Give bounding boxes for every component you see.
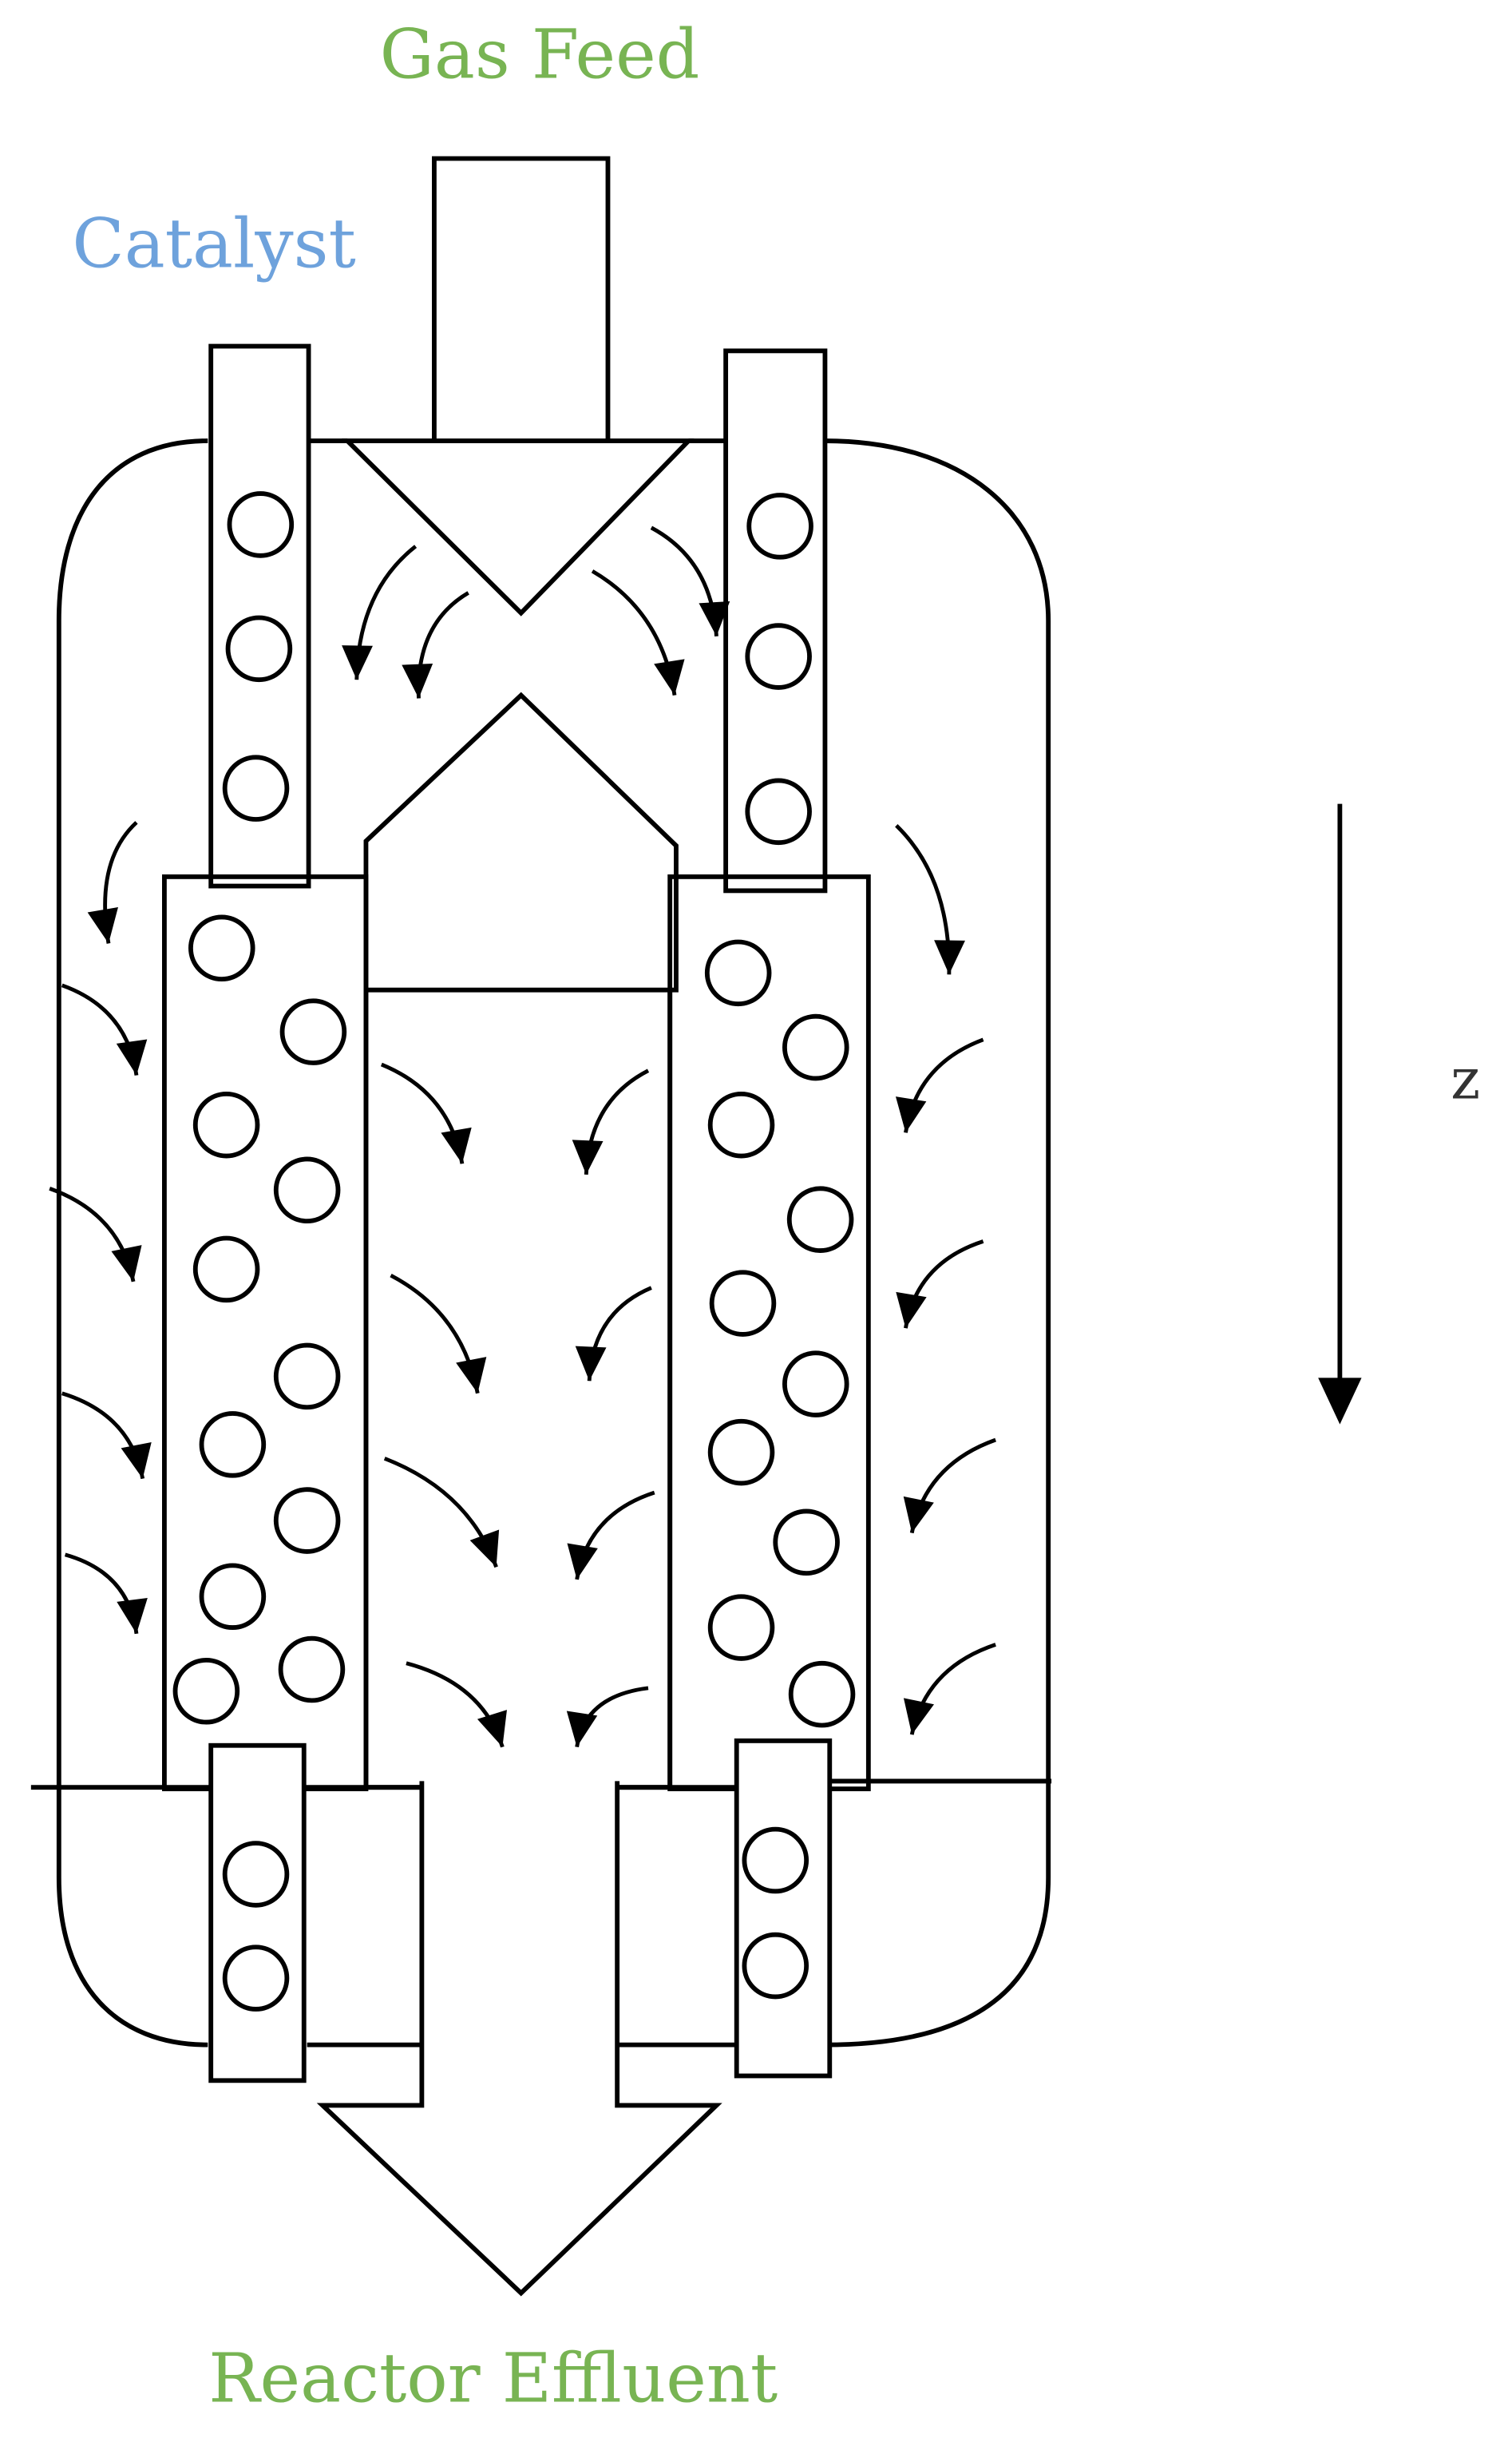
catalyst-particle [192,1091,260,1159]
flow-arrowhead [896,1291,927,1329]
catalyst-bed-right [667,874,871,1792]
flow-arrow [909,1437,996,1534]
flow-arrowhead [903,1698,934,1735]
catalyst-particle [788,1660,856,1728]
flow-arrowhead [575,1346,607,1382]
catalyst-particle [745,623,812,690]
catalyst-outlet-tube-left [208,1742,307,2083]
flow-arrowhead [469,1529,500,1568]
flow-arrow [383,1457,498,1568]
flow-arrowhead [572,1140,604,1175]
flow-arrowhead [654,659,685,696]
catalyst-particle [192,1235,260,1303]
catalyst-particle [782,1350,849,1417]
catalyst-particle [188,914,255,982]
catalyst-particle [278,1635,346,1703]
flow-arrow [380,1062,465,1164]
catalyst-particle [225,615,293,683]
flow-arrow [49,1187,136,1282]
flow-arrow [61,1391,145,1480]
flow-arrowhead [441,1127,472,1164]
catalyst-particle [704,939,772,1007]
flow-arrowhead [699,601,730,636]
flow-arrowhead [87,907,118,944]
catalyst-particle [742,1826,809,1894]
catalyst-particle [199,1563,267,1631]
catalyst-particle [279,998,347,1065]
flow-arrowhead [116,1039,148,1076]
catalyst-particle [273,1156,341,1224]
catalyst-particle [782,1013,849,1081]
flow-arrow [584,1068,650,1175]
reactor-vessel [56,438,1051,2048]
flow-arrow [591,569,677,696]
catalyst-particle [707,1418,775,1486]
flow-arrow [416,591,469,699]
z-axis-label: z [1451,1048,1480,1112]
catalyst-outlet-tube-right [734,1738,833,2079]
catalyst-particle [172,1657,240,1725]
flow-arrowhead [121,1441,152,1479]
catalyst-particle [786,1186,854,1253]
z-axis-arrow [1318,803,1362,1425]
gas-feed-inlet-arrow [432,156,611,442]
flow-arrow [587,1286,652,1382]
flow-arrowhead [566,1711,598,1747]
flow-arrowhead [111,1245,142,1282]
bottom-separator-line [30,1778,1052,1790]
catalyst-particle [222,1841,290,1908]
flow-arrow [904,1037,984,1133]
catalyst-particle [199,1411,267,1478]
catalyst-particle [273,1342,341,1410]
catalyst-inlet-tube-right [723,348,828,894]
inlet-distributor-cone [342,438,695,616]
catalyst-particle [222,755,290,822]
central-collector-cap [363,692,679,993]
flow-arrow [64,1552,139,1635]
gas-feed-label: Gas Feed [380,15,700,94]
catalyst-particle [745,778,812,846]
catalyst-particle [273,1487,341,1554]
catalyst-particle [707,1594,775,1661]
catalyst-particle [746,493,813,560]
flow-arrow [406,1661,505,1748]
flow-arrow [61,983,139,1076]
flow-arrowhead [402,663,433,699]
flow-arrow [390,1273,480,1394]
catalyst-particle [709,1270,777,1337]
effluent-outlet-arrow [316,1781,722,2297]
catalyst-particle [707,1091,775,1159]
flow-arrowhead [477,1710,507,1747]
flow-arrow [575,1490,655,1580]
reactor-effluent-label: Reactor Effluent [208,2339,778,2418]
catalyst-inlet-tube-left [208,343,311,889]
catalyst-particle [227,491,295,558]
catalyst-particle [222,1945,290,2012]
flow-arrowhead [895,1096,927,1133]
flow-arrowhead [903,1496,934,1533]
catalyst-label: Catalyst [72,204,355,283]
flow-arrow [650,525,718,636]
flow-arrowhead [117,1598,148,1634]
flow-arrowhead [567,1543,598,1580]
flow-arrow [909,1643,996,1735]
flow-arrowhead [456,1357,487,1393]
flow-arrow [904,1239,984,1329]
catalyst-particle [742,1932,809,2000]
flow-arrowhead [934,940,965,975]
flow-arrowhead [342,645,373,680]
catalyst-particle [773,1508,840,1576]
